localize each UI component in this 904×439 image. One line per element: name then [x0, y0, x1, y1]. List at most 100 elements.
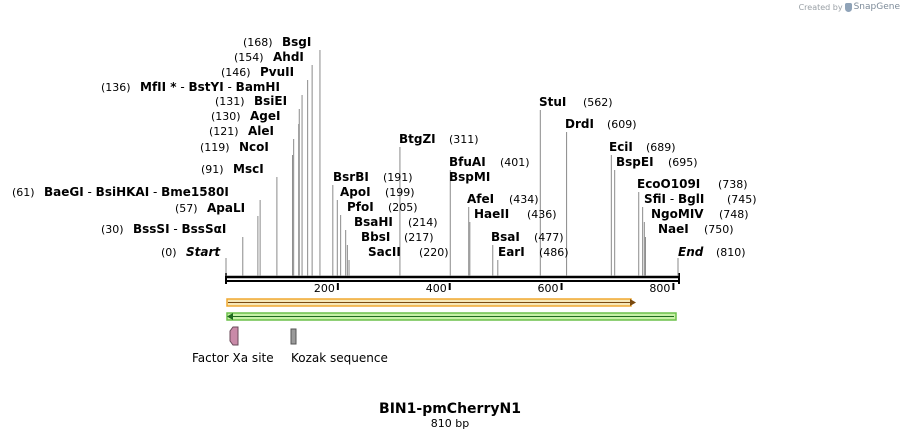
- enzyme-name[interactable]: AgeI: [250, 109, 280, 123]
- enzyme-labels-right: (311)BtgZI(191)BsrBI(199)ApoI(205)PfoI(2…: [333, 95, 757, 259]
- enzyme-name[interactable]: BsrBI: [333, 170, 369, 184]
- enzyme-position: (214): [408, 216, 438, 229]
- enzyme-name-group: BaeGI - BsiHKAI - Bme1580I: [44, 185, 229, 199]
- enzyme-separator: -: [177, 80, 189, 94]
- enzyme-name[interactable]: SacII: [368, 245, 401, 259]
- map-length: 810 bp: [431, 417, 469, 430]
- enzyme-name-group: MfII * - BstYI - BamHI: [140, 80, 280, 94]
- enzyme-name[interactable]: BssSI: [133, 222, 170, 236]
- enzyme-position: (695): [668, 156, 698, 169]
- enzyme-name[interactable]: EarI: [498, 245, 525, 259]
- start-label: Start: [186, 245, 221, 259]
- enzyme-position: (121): [209, 125, 239, 138]
- enzyme-name[interactable]: NgoMIV: [651, 207, 704, 221]
- enzyme-position: (136): [101, 81, 131, 94]
- snapgene-credit: Created by SnapGene: [799, 2, 900, 12]
- enzyme-position: (750): [704, 223, 734, 236]
- enzyme-name[interactable]: HaeII: [474, 207, 509, 221]
- enzyme-name[interactable]: PfoI: [347, 200, 374, 214]
- enzyme-name[interactable]: BsiHKAI: [96, 185, 150, 199]
- enzyme-name[interactable]: MfII *: [140, 80, 177, 94]
- ruler-ticks: 200 400 600 800: [314, 282, 675, 295]
- enzyme-name[interactable]: BfuAI: [449, 155, 486, 169]
- enzyme-name[interactable]: BspMI: [449, 170, 490, 184]
- enzyme-name[interactable]: Bme1580I: [161, 185, 229, 199]
- enzyme-name[interactable]: NaeI: [658, 222, 689, 236]
- enzyme-name[interactable]: PvuII: [260, 65, 294, 79]
- enzyme-position: (205): [388, 201, 418, 214]
- enzyme-position: (609): [607, 118, 637, 131]
- enzyme-name[interactable]: NcoI: [239, 140, 269, 154]
- enzyme-name[interactable]: BsaI: [491, 230, 520, 244]
- ruler-tick-label: 400: [426, 282, 447, 295]
- feature-green[interactable]: [226, 312, 677, 321]
- ruler-tick-label: 200: [314, 282, 335, 295]
- enzyme-separator: -: [170, 222, 182, 236]
- enzyme-name-group: SfiI - BglI: [644, 192, 704, 206]
- feature-label-kozak: Kozak sequence: [291, 351, 388, 365]
- snapgene-logo-icon: [844, 2, 852, 12]
- enzyme-position: (154): [234, 51, 264, 64]
- feature-orange-arrowhead-icon: [630, 299, 636, 306]
- enzyme-name[interactable]: BsaHI: [354, 215, 393, 229]
- credit-brand[interactable]: SnapGene: [853, 2, 900, 12]
- enzyme-name[interactable]: AhdI: [273, 50, 304, 64]
- enzyme-name[interactable]: BtgZI: [399, 132, 436, 146]
- enzyme-name[interactable]: EcoO109I: [637, 177, 700, 191]
- kozak-marker-icon[interactable]: [290, 328, 297, 345]
- enzyme-position: (119): [200, 141, 230, 154]
- enzyme-name[interactable]: EciI: [609, 140, 633, 154]
- enzyme-position: (220): [419, 246, 449, 259]
- start-position: (0): [161, 246, 177, 259]
- enzyme-position: (91): [201, 163, 224, 176]
- enzyme-name[interactable]: BbsI: [361, 230, 390, 244]
- enzyme-name[interactable]: BsgI: [282, 35, 311, 49]
- ruler-tick-label: 800: [649, 282, 670, 295]
- enzyme-position: (311): [449, 133, 479, 146]
- cut-site-lines: [225, 50, 679, 276]
- enzyme-labels-left: (168)BsgI(154)AhdI(146)PvuII(136)MfII * …: [12, 35, 311, 236]
- enzyme-name[interactable]: MscI: [233, 162, 264, 176]
- enzyme-separator: -: [224, 80, 236, 94]
- enzyme-name[interactable]: BaeGI: [44, 185, 84, 199]
- enzyme-position: (486): [539, 246, 569, 259]
- enzyme-name[interactable]: BsiEI: [254, 94, 287, 108]
- enzyme-separator: -: [84, 185, 96, 199]
- enzyme-name[interactable]: BglI: [678, 192, 704, 206]
- enzyme-position: (61): [12, 186, 35, 199]
- enzyme-name[interactable]: SfiI: [644, 192, 666, 206]
- enzyme-name[interactable]: BamHI: [236, 80, 280, 94]
- enzyme-name-group: BssSI - BssSαI: [133, 222, 226, 236]
- enzyme-separator: -: [666, 192, 678, 206]
- feature-green-arrowhead-icon: [227, 313, 233, 320]
- factor-xa-marker-icon[interactable]: [229, 326, 239, 346]
- enzyme-position: (30): [101, 223, 124, 236]
- enzyme-separator: -: [149, 185, 161, 199]
- map-title: BIN1-pmCherryN1: [379, 401, 521, 417]
- enzyme-name[interactable]: AfeI: [467, 192, 494, 206]
- enzyme-name[interactable]: DrdI: [565, 117, 594, 131]
- enzyme-position: (146): [221, 66, 251, 79]
- enzyme-position: (131): [215, 95, 245, 108]
- enzyme-name[interactable]: AleI: [248, 124, 274, 138]
- feature-orange[interactable]: [226, 298, 636, 307]
- enzyme-name[interactable]: StuI: [539, 95, 566, 109]
- enzyme-name[interactable]: BspEI: [616, 155, 654, 169]
- enzyme-position: (191): [383, 171, 413, 184]
- enzyme-name[interactable]: ApaLI: [207, 201, 245, 215]
- enzyme-position: (130): [211, 110, 241, 123]
- enzyme-position: (738): [718, 178, 748, 191]
- enzyme-position: (436): [527, 208, 557, 221]
- enzyme-name[interactable]: ApoI: [340, 185, 371, 199]
- enzyme-name[interactable]: BstYI: [189, 80, 224, 94]
- ruler-tick-label: 600: [538, 282, 559, 295]
- enzyme-position: (748): [719, 208, 749, 221]
- enzyme-position: (434): [509, 193, 539, 206]
- end-position: (810): [716, 246, 746, 259]
- enzyme-position: (401): [500, 156, 530, 169]
- enzyme-position: (217): [404, 231, 434, 244]
- enzyme-name[interactable]: BssSαI: [182, 222, 227, 236]
- feature-label-factor-xa: Factor Xa site: [192, 351, 274, 365]
